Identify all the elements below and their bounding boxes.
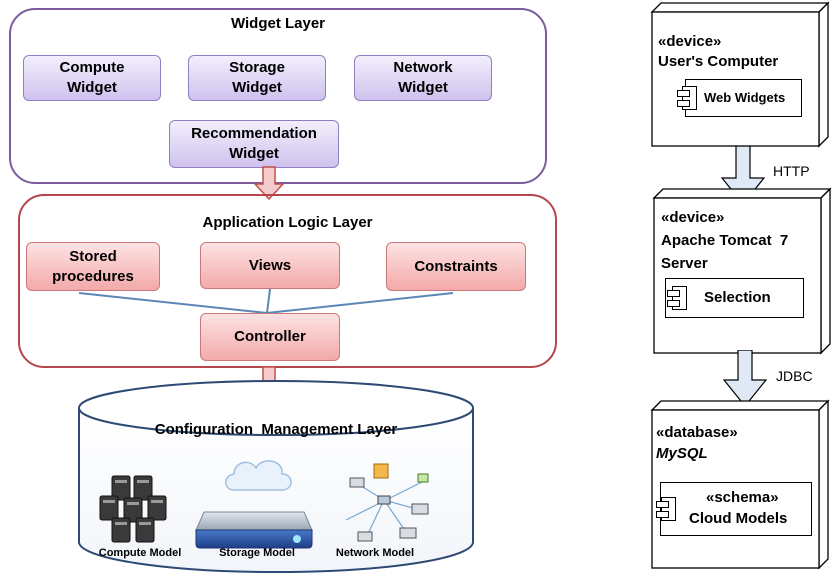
arrow-widget-to-logic (254, 166, 284, 200)
component-web-widgets[interactable]: Web Widgets (677, 79, 802, 117)
storage-model-caption: Storage Model (219, 547, 295, 559)
node1-name: User's Computer (658, 53, 779, 70)
network-widget-box[interactable]: Network Widget (354, 55, 492, 101)
component-web-widgets-label: Web Widgets (704, 90, 786, 105)
logic-layer-title: Application Logic Layer (202, 214, 373, 231)
node3-stereotype: «database» (656, 424, 738, 441)
cloud-storage-icon (195, 460, 313, 549)
component-selection-label: Selection (704, 289, 771, 306)
stored-procedures-box[interactable]: Stored procedures (26, 242, 160, 291)
device-node-tomcat (652, 187, 832, 355)
recommendation-widget-box[interactable]: Recommendation Widget (169, 120, 339, 168)
node1-stereotype: «device» (658, 33, 722, 50)
server-cluster-icon (99, 475, 167, 543)
component-cloud-models-schema[interactable]: «schema» Cloud Models (656, 482, 812, 536)
jdbc-arrow (722, 350, 768, 407)
jdbc-label: JDBC (776, 368, 813, 384)
device-node-users-computer (650, 1, 830, 148)
widget-layer-title: Widget Layer (230, 15, 326, 32)
logic-layer: Application Logic Layer (18, 194, 557, 368)
http-label: HTTP (773, 163, 810, 179)
component-icon (656, 497, 676, 521)
schema-stereotype-label: «schema» (706, 489, 779, 506)
component-icon (667, 286, 687, 310)
compute-widget-box[interactable]: Compute Widget (23, 55, 161, 101)
config-layer-title: Configuration Management Layer (154, 421, 398, 438)
compute-model-caption: Compute Model (98, 547, 182, 559)
controller-box[interactable]: Controller (200, 313, 340, 361)
network-model-caption: Network Model (335, 547, 415, 559)
node2-name-line1: Apache Tomcat 7 (661, 232, 789, 249)
constraints-box[interactable]: Constraints (386, 242, 526, 291)
node2-name-line2: Server (661, 255, 708, 272)
widget-layer: Widget Layer (9, 8, 547, 184)
node3-name: MySQL (656, 445, 708, 462)
network-topology-icon (345, 463, 429, 542)
views-box[interactable]: Views (200, 242, 340, 289)
component-selection[interactable]: Selection (665, 278, 804, 318)
component-icon (677, 86, 697, 110)
storage-widget-box[interactable]: Storage Widget (188, 55, 326, 101)
schema-name-label: Cloud Models (689, 510, 788, 527)
node2-stereotype: «device» (661, 209, 725, 226)
